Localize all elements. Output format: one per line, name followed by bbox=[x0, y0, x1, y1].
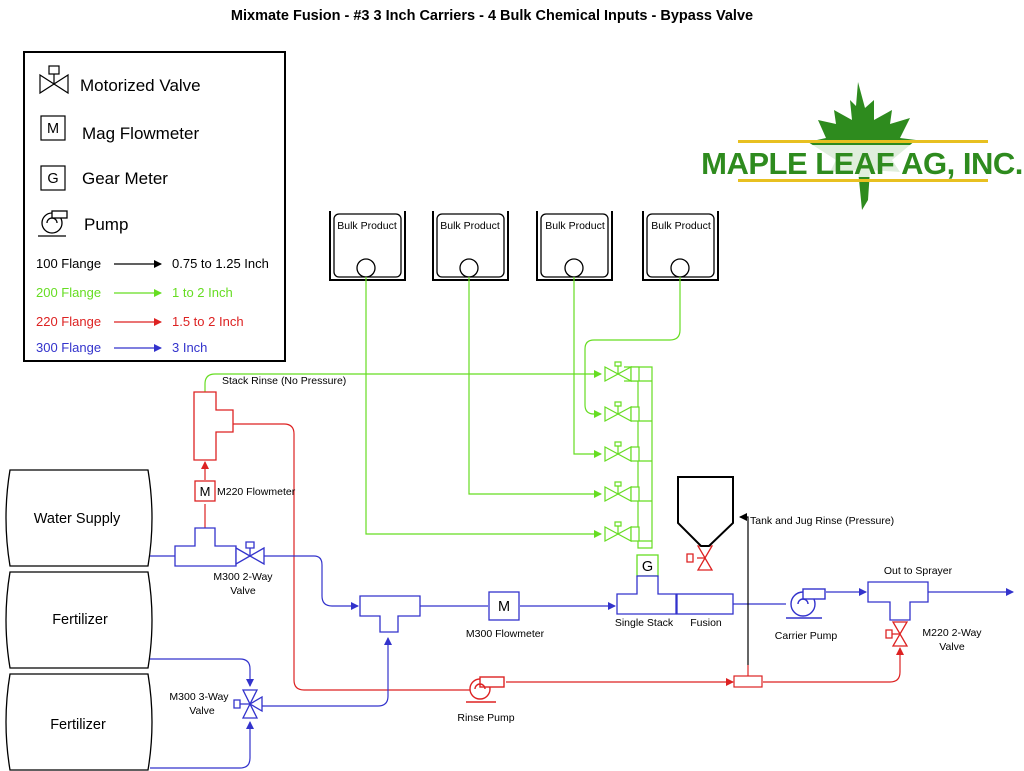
fusion-unit bbox=[676, 593, 734, 615]
single-stack-label: Single Stack bbox=[615, 617, 674, 629]
bulk-product-label-1: Bulk Product bbox=[337, 220, 397, 232]
mixing-tee bbox=[359, 595, 421, 633]
svg-text:G: G bbox=[47, 171, 58, 187]
pump-icon bbox=[38, 210, 68, 237]
fusion-valve-icon bbox=[686, 545, 714, 571]
svg-text:M: M bbox=[498, 599, 510, 615]
m300-2way-label-1: M300 2-Way bbox=[213, 571, 273, 583]
gear-meter-icon: G bbox=[40, 165, 66, 191]
motorized-valve-icon bbox=[39, 65, 69, 95]
single-stack bbox=[616, 575, 677, 615]
rinse-pump-label: Rinse Pump bbox=[457, 712, 514, 724]
red-lines bbox=[201, 423, 904, 691]
fusion-label: Fusion bbox=[690, 617, 722, 629]
sprayer-tee bbox=[867, 581, 929, 621]
manifold-valve-5-icon bbox=[604, 521, 640, 543]
legend-flange-100-size: 0.75 to 1.25 Inch bbox=[172, 256, 269, 271]
legend-flange-220-name: 220 Flange bbox=[36, 314, 101, 329]
tank-jug-rinse-line bbox=[739, 513, 749, 665]
m220-flowmeter: M bbox=[194, 480, 216, 502]
manifold-valve-1-icon bbox=[604, 361, 640, 383]
out-to-sprayer-label: Out to Sprayer bbox=[884, 565, 953, 577]
fusion-hopper bbox=[677, 476, 734, 547]
stack-rinse-label: Stack Rinse (No Pressure) bbox=[222, 375, 346, 387]
legend-flange-300-size: 3 Inch bbox=[172, 340, 207, 355]
mag-flowmeter-icon: M bbox=[40, 115, 66, 141]
bulk-tank-3: Bulk Product bbox=[536, 211, 613, 281]
bulk-tank-2: Bulk Product bbox=[432, 211, 509, 281]
manifold bbox=[604, 361, 653, 549]
rinse-pump-icon bbox=[466, 676, 505, 703]
fertilizer-label-1: Fertilizer bbox=[52, 612, 108, 628]
diagram-title: Mixmate Fusion - #3 3 Inch Carriers - 4 … bbox=[231, 8, 753, 24]
manifold-valve-4-icon bbox=[604, 481, 640, 503]
stack-rinse-tee bbox=[193, 391, 234, 461]
m220-2way-label-2: Valve bbox=[939, 641, 965, 653]
carrier-pump-label: Carrier Pump bbox=[775, 630, 838, 642]
m300-3way-label-2: Valve bbox=[189, 705, 215, 717]
legend-flange-220-size: 1.5 to 2 Inch bbox=[172, 314, 244, 329]
legend-flange-300-name: 300 Flange bbox=[36, 340, 101, 355]
green-lines bbox=[204, 277, 681, 538]
water-supply-label: Water Supply bbox=[34, 511, 121, 527]
fertilizer-tank-2: Fertilizer bbox=[5, 673, 153, 771]
gear-meter: G bbox=[636, 554, 659, 577]
svg-text:M: M bbox=[47, 121, 59, 137]
tank-jug-rinse-label: Tank and Jug Rinse (Pressure) bbox=[750, 515, 894, 527]
water-supply-tank: Water Supply bbox=[5, 469, 153, 567]
m300-3way-label-1: M300 3-Way bbox=[169, 691, 229, 703]
bulk-product-label-2: Bulk Product bbox=[440, 220, 500, 232]
carrier-pump-icon bbox=[786, 588, 826, 619]
gear-meter-symbol: G bbox=[642, 559, 653, 575]
manifold-valve-3-icon bbox=[604, 441, 640, 463]
m300-3way-valve-icon bbox=[233, 689, 263, 719]
legend-flange-100-name: 100 Flange bbox=[36, 256, 101, 271]
rinse-tee bbox=[733, 675, 763, 688]
legend-pump-label: Pump bbox=[84, 215, 128, 234]
blue-lines bbox=[150, 555, 1014, 769]
m300-flowmeter-label: M300 Flowmeter bbox=[466, 628, 545, 640]
manifold-valve-2-icon bbox=[604, 401, 640, 423]
logo-text: MAPLE LEAF AG, INC. bbox=[701, 146, 1023, 181]
legend-flange-200-size: 1 to 2 Inch bbox=[172, 285, 233, 300]
legend-flange-200-name: 200 Flange bbox=[36, 285, 101, 300]
company-logo: MAPLE LEAF AG, INC. bbox=[701, 82, 1023, 210]
bulk-product-label-3: Bulk Product bbox=[545, 220, 605, 232]
legend-mag-flowmeter-label: Mag Flowmeter bbox=[82, 124, 199, 143]
bulk-product-label-4: Bulk Product bbox=[651, 220, 711, 232]
m300-2way-label-2: Valve bbox=[230, 585, 256, 597]
m220-2way-label-1: M220 2-Way bbox=[922, 627, 982, 639]
bulk-tank-4: Bulk Product bbox=[642, 211, 719, 281]
legend: Motorized Valve M Mag Flowmeter G Gear M… bbox=[23, 51, 286, 362]
legend-gear-meter-label: Gear Meter bbox=[82, 169, 168, 188]
svg-text:M: M bbox=[200, 484, 211, 499]
legend-motorized-valve-label: Motorized Valve bbox=[80, 76, 201, 95]
bulk-tank-1: Bulk Product bbox=[329, 211, 406, 281]
m220-flowmeter-label: M220 Flowmeter bbox=[217, 486, 296, 498]
m300-flowmeter: M bbox=[488, 591, 520, 621]
water-supply-tee bbox=[174, 527, 237, 567]
m220-2way-valve-icon bbox=[885, 621, 909, 647]
fertilizer-label-2: Fertilizer bbox=[50, 717, 106, 733]
fertilizer-tank-1: Fertilizer bbox=[5, 571, 153, 669]
m300-2way-valve-icon bbox=[235, 541, 265, 566]
